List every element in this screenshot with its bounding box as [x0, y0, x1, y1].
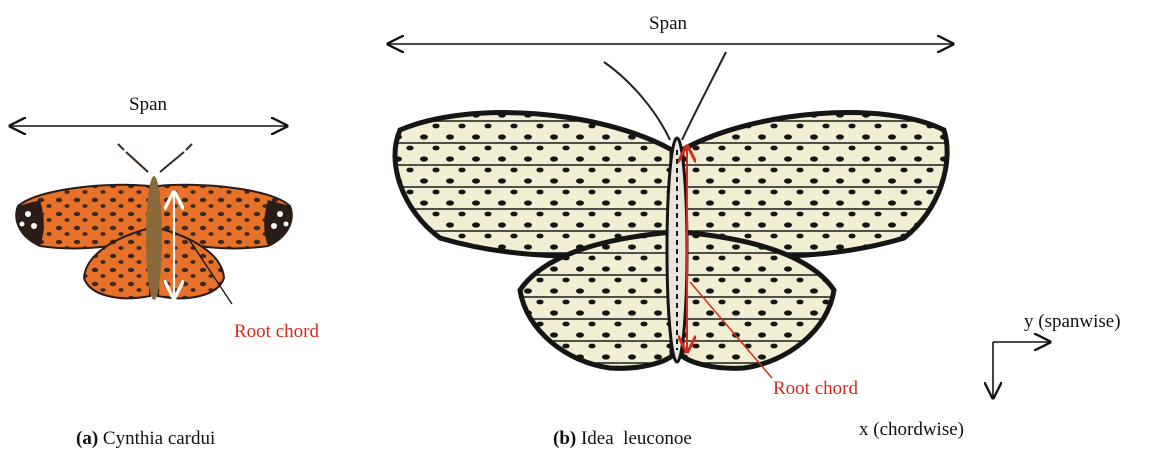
span-label-b: Span: [649, 13, 687, 35]
cynthia-cardui-butterfly: [16, 144, 291, 300]
axis-y-label: y (spanwise): [1024, 311, 1121, 333]
idea-leuconoe-butterfly: [395, 52, 947, 368]
caption-a-text: Cynthia cardui: [103, 428, 215, 449]
axis-x-label: x (chordwise): [859, 419, 964, 441]
caption-b: (b) Idea leuconoe: [553, 428, 692, 450]
caption-b-tag: (b): [553, 428, 576, 449]
root-chord-label-b: Root chord: [773, 378, 858, 400]
root-chord-label-a: Root chord: [234, 321, 319, 343]
caption-a: (a) Cynthia cardui: [76, 428, 215, 450]
span-label-a: Span: [129, 94, 167, 116]
caption-b-text: Idea leuconoe: [581, 428, 692, 449]
caption-a-tag: (a): [76, 428, 98, 449]
